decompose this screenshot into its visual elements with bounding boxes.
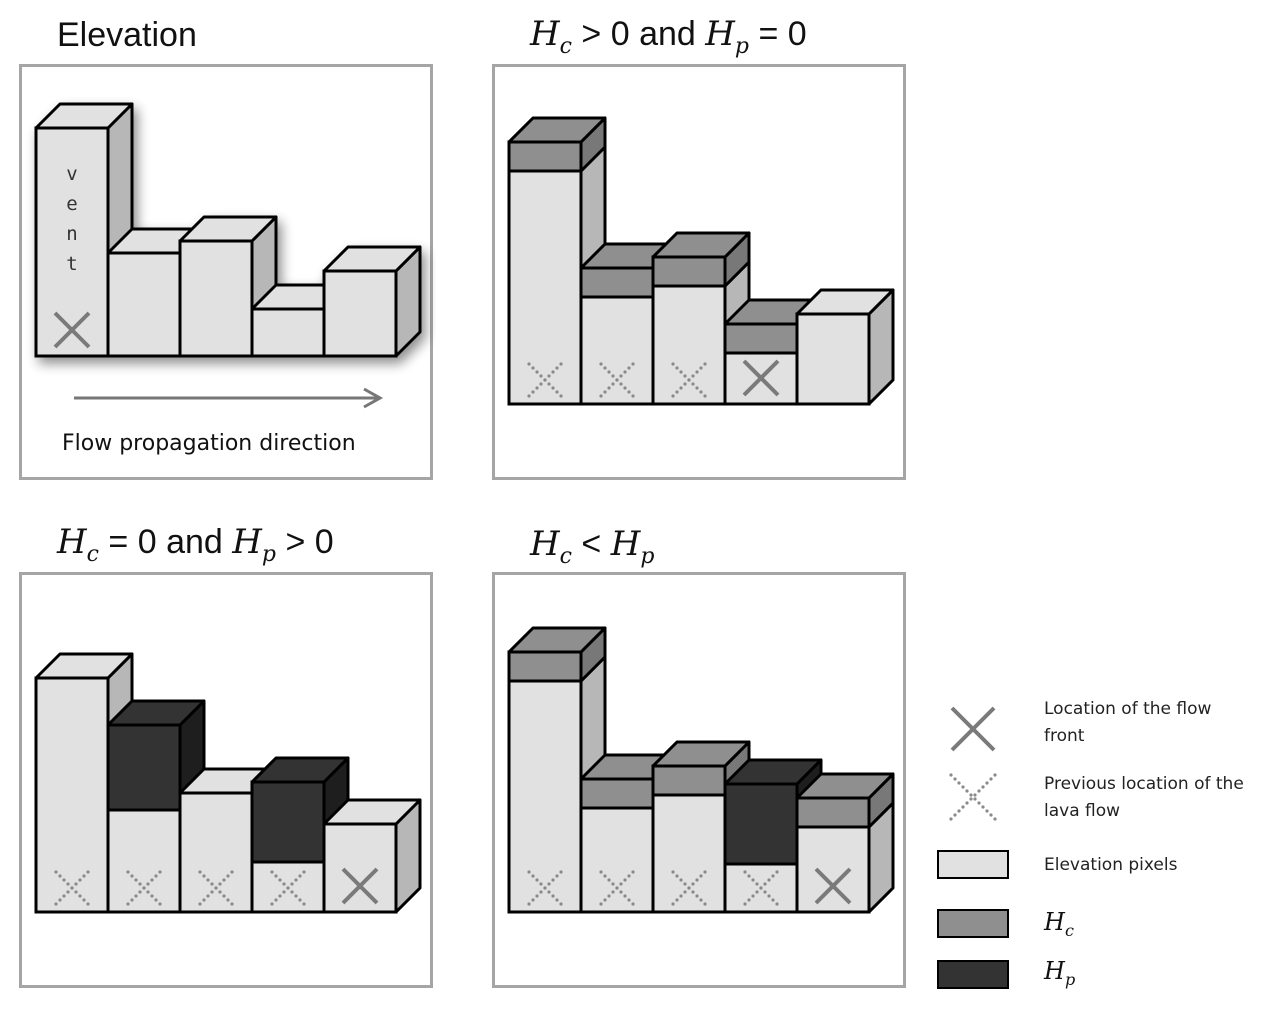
legend-previous-location-label: Previous location of the lava flow — [1044, 771, 1244, 825]
previous-location-x-icon — [671, 362, 707, 398]
elevation-column — [795, 772, 895, 914]
hc-subscript: c — [86, 541, 99, 567]
hc-subscript: c — [559, 33, 572, 59]
vent-letter: t — [66, 253, 77, 275]
legend-elevation-label: Elevation pixels — [1044, 855, 1178, 875]
panel-hp-gt-0 — [19, 572, 433, 988]
hp-subscript: p — [1064, 969, 1076, 989]
flow-front-x-icon — [742, 359, 780, 397]
flow-front-x-icon — [341, 867, 379, 905]
flow-front-x-icon — [814, 867, 852, 905]
legend-line: Location of the flow — [1044, 699, 1212, 719]
hc-lt-hp-diagram — [507, 626, 895, 914]
panel-hc-gt-0 — [492, 64, 906, 480]
previous-location-x-icon — [599, 362, 635, 398]
vent-letter: v — [66, 163, 77, 185]
elevation-column — [795, 288, 895, 406]
legend-hc-label: Hc — [1044, 908, 1074, 940]
previous-location-x-icon — [126, 870, 162, 906]
legend-symbols — [937, 706, 1009, 989]
hp-symbol: H — [232, 522, 262, 562]
hp-subscript: p — [640, 543, 655, 569]
hp-subscript: p — [734, 33, 750, 59]
elevation-column — [651, 231, 751, 406]
legend-line: front — [1044, 726, 1085, 746]
hc-subscript: c — [1064, 920, 1074, 940]
hp-gt-0-diagram — [34, 652, 422, 914]
hp-symbol: H — [705, 14, 735, 54]
flow-front-x-icon — [950, 706, 996, 752]
previous-location-x-icon — [270, 870, 306, 906]
title-text: = 0 and — [98, 523, 233, 561]
hp-symbol: H — [1044, 957, 1065, 985]
panel-title-elevation: Elevation — [57, 16, 197, 54]
flow-direction-label: Flow propagation direction — [62, 431, 356, 456]
previous-location-x-icon — [949, 773, 997, 821]
hp-subscript: p — [261, 541, 277, 567]
title-text: < — [571, 525, 611, 563]
elevation-column — [322, 245, 422, 358]
legend-hp-label: Hp — [1044, 957, 1075, 989]
previous-location-x-icon — [743, 870, 779, 906]
hc-symbol: H — [1044, 908, 1065, 936]
vent-letter: n — [66, 223, 77, 245]
previous-location-x-icon — [198, 870, 234, 906]
legend-line: Previous location of the — [1044, 774, 1244, 794]
panel-title-hc-gt-0: Hc > 0 and Hp = 0 — [530, 14, 807, 59]
panel-hc-lt-hp — [492, 572, 906, 988]
hp-swatch — [937, 960, 1009, 989]
hc-swatch — [937, 909, 1009, 938]
hp-symbol: H — [610, 524, 641, 564]
hc-gt-0-diagram — [507, 116, 895, 406]
vent-letter: e — [66, 193, 77, 215]
legend-line: lava flow — [1044, 801, 1121, 821]
hc-symbol: H — [57, 522, 87, 562]
panel-title-hp-gt-0: Hc = 0 and Hp > 0 — [57, 522, 334, 567]
elevation-swatch — [937, 850, 1009, 879]
previous-location-x-icon — [527, 870, 563, 906]
title-text: > 0 and — [571, 15, 706, 53]
hc-symbol: H — [530, 524, 560, 564]
previous-location-x-icon — [54, 870, 90, 906]
previous-location-x-icon — [671, 870, 707, 906]
previous-location-x-icon — [527, 362, 563, 398]
title-text: = 0 — [749, 15, 807, 53]
flow-front-x-icon — [53, 311, 91, 349]
hc-symbol: H — [530, 14, 560, 54]
previous-location-x-icon — [599, 870, 635, 906]
title-text: > 0 — [276, 523, 334, 561]
elevation-column — [250, 756, 350, 914]
elevation-column — [322, 798, 422, 914]
legend-flow-front-label: Location of the flow front — [1044, 696, 1211, 750]
hc-subscript: c — [559, 543, 572, 569]
panel-title-hc-lt-hp: Hc < Hp — [530, 524, 654, 569]
elevation-column — [178, 215, 278, 358]
